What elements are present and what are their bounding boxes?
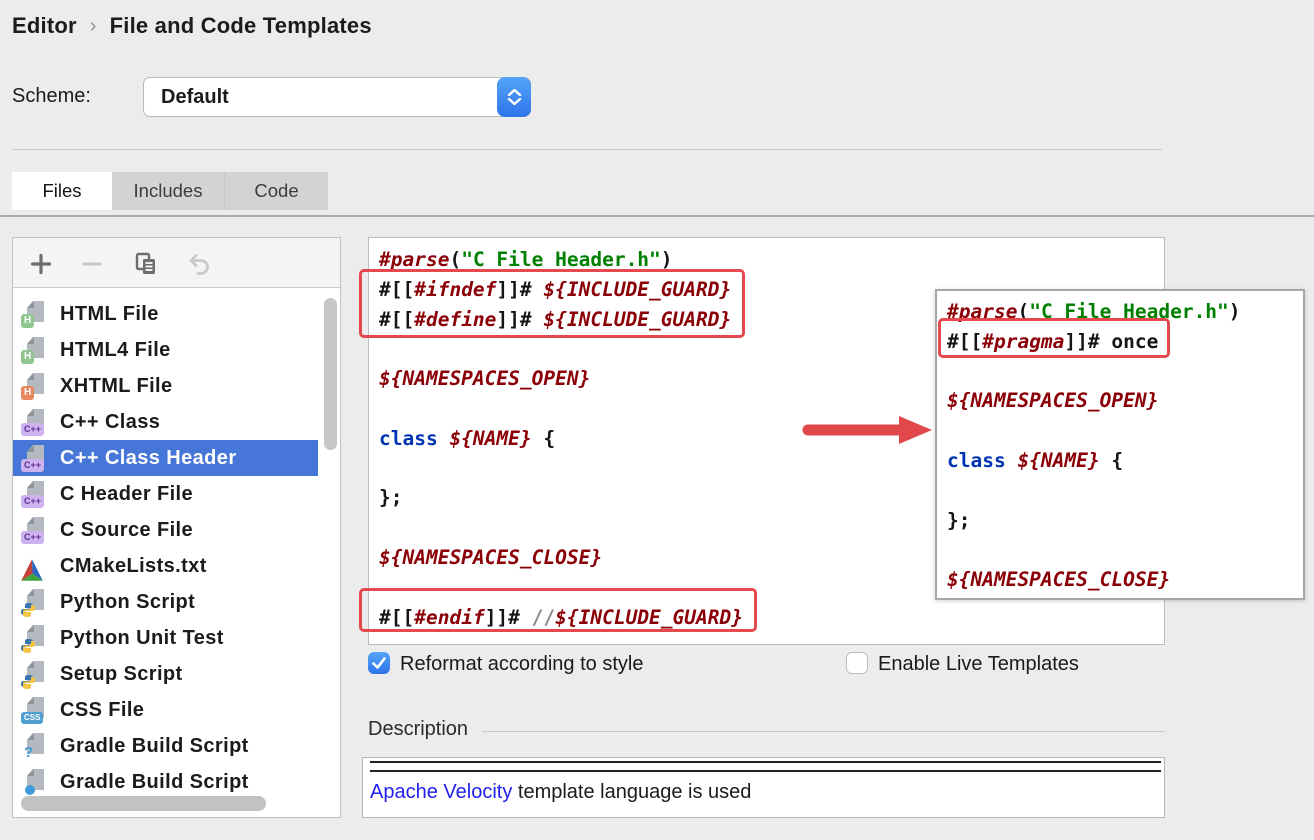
list-item[interactable]: H HTML File — [13, 296, 318, 332]
highlight-box-endif — [359, 588, 757, 632]
list-item-label: Setup Script — [60, 662, 183, 685]
checkmark-icon — [372, 657, 386, 669]
tab-includes[interactable]: Includes — [112, 172, 224, 210]
list-item[interactable]: CSS CSS File — [13, 692, 318, 728]
list-item[interactable]: C++ C Source File — [13, 512, 318, 548]
revert-icon — [184, 250, 214, 278]
list-item-label: Gradle Build Script — [60, 770, 249, 793]
description-divider — [370, 761, 1161, 772]
list-item-label: HTML File — [60, 302, 159, 325]
list-item[interactable]: Python Unit Test — [13, 620, 318, 656]
red-arrow-right-icon — [802, 416, 932, 444]
apache-velocity-link[interactable]: Apache Velocity — [370, 781, 513, 803]
cpp-file-icon: C++ — [21, 444, 53, 472]
highlight-box-pragma-once — [938, 318, 1170, 358]
list-toolbar — [13, 238, 340, 288]
list-item[interactable]: C++ C++ Class — [13, 404, 318, 440]
gradle-file-icon: ? — [21, 732, 53, 761]
gradle-kts-file-icon — [21, 768, 53, 796]
python-file-icon — [21, 588, 53, 617]
copy-template-icon[interactable] — [131, 250, 161, 278]
list-item-label: C Source File — [60, 518, 194, 541]
description-text: template language is used — [512, 781, 752, 803]
pragma-once-preview-popup: #parse("C File Header.h")#[[#pragma]]# o… — [935, 289, 1305, 600]
tab-files[interactable]: Files — [12, 172, 112, 210]
add-icon[interactable] — [26, 250, 56, 278]
description-header: Description — [368, 718, 1165, 741]
cpp-file-icon: C++ — [21, 408, 53, 436]
list-item-label: C++ Class Header — [60, 446, 237, 469]
python-file-icon — [21, 660, 53, 689]
cpp-file-icon: C++ — [21, 516, 53, 544]
list-item-label: Python Unit Test — [60, 626, 224, 649]
list-item[interactable]: Python Script — [13, 584, 318, 620]
python-file-icon — [21, 624, 53, 653]
chevron-right-icon: › — [89, 14, 97, 37]
tabs-underline — [0, 215, 1314, 217]
remove-icon — [77, 250, 107, 278]
cpp-file-icon: C++ — [21, 480, 53, 508]
list-item[interactable]: Gradle Build Script — [13, 764, 318, 800]
live-templates-label: Enable Live Templates — [878, 653, 1079, 675]
breadcrumb-editor[interactable]: Editor — [12, 13, 77, 38]
list-item[interactable]: ? Gradle Build Script — [13, 728, 318, 764]
list-item-label: XHTML File — [60, 374, 173, 397]
page-title: File and Code Templates — [109, 13, 372, 38]
list-item-label: HTML4 File — [60, 338, 171, 361]
preview-code: #parse("C File Header.h")#[[#pragma]]# o… — [947, 300, 1241, 592]
list-item[interactable]: CMakeLists.txt — [13, 548, 318, 584]
description-heading: Description — [368, 718, 469, 740]
scheme-label: Scheme: — [12, 85, 91, 107]
up-down-chevrons-icon[interactable] — [497, 77, 531, 117]
list-item[interactable]: C++ C Header File — [13, 476, 318, 512]
horizontal-scrollbar[interactable] — [21, 796, 266, 811]
scheme-value: Default — [161, 85, 229, 108]
html-file-icon: H — [21, 336, 53, 364]
list-item-label: Gradle Build Script — [60, 734, 249, 757]
scheme-dropdown[interactable]: Default — [143, 77, 531, 117]
css-file-icon: CSS — [21, 696, 53, 724]
template-code[interactable]: #parse("C File Header.h")#[[#ifndef]]# $… — [379, 248, 743, 629]
description-rule — [482, 731, 1165, 732]
list-item[interactable]: H XHTML File — [13, 368, 318, 404]
cmake-icon — [21, 552, 53, 581]
html-file-icon: H — [21, 300, 53, 328]
separator-line — [12, 149, 1162, 150]
breadcrumb: Editor › File and Code Templates — [12, 13, 372, 39]
xhtml-file-icon: H — [21, 372, 53, 400]
reformat-checkbox[interactable] — [368, 652, 390, 674]
list-item[interactable]: H HTML4 File — [13, 332, 318, 368]
list-item-label: CSS File — [60, 698, 145, 721]
live-templates-checkbox[interactable] — [846, 652, 868, 674]
tab-code[interactable]: Code — [224, 172, 328, 210]
list-item-label: C++ Class — [60, 410, 161, 433]
reformat-label: Reformat according to style — [400, 653, 644, 675]
list-item-label: CMakeLists.txt — [60, 554, 207, 577]
highlight-box-include-guard — [359, 269, 745, 338]
list-item-label: Python Script — [60, 590, 196, 613]
vertical-scrollbar[interactable] — [324, 298, 337, 450]
list-item-label: C Header File — [60, 482, 194, 505]
list-item[interactable]: Setup Script — [13, 656, 318, 692]
description-box: Apache Velocity template language is use… — [362, 757, 1165, 818]
list-item[interactable]: C++ C++ Class Header — [13, 440, 318, 476]
